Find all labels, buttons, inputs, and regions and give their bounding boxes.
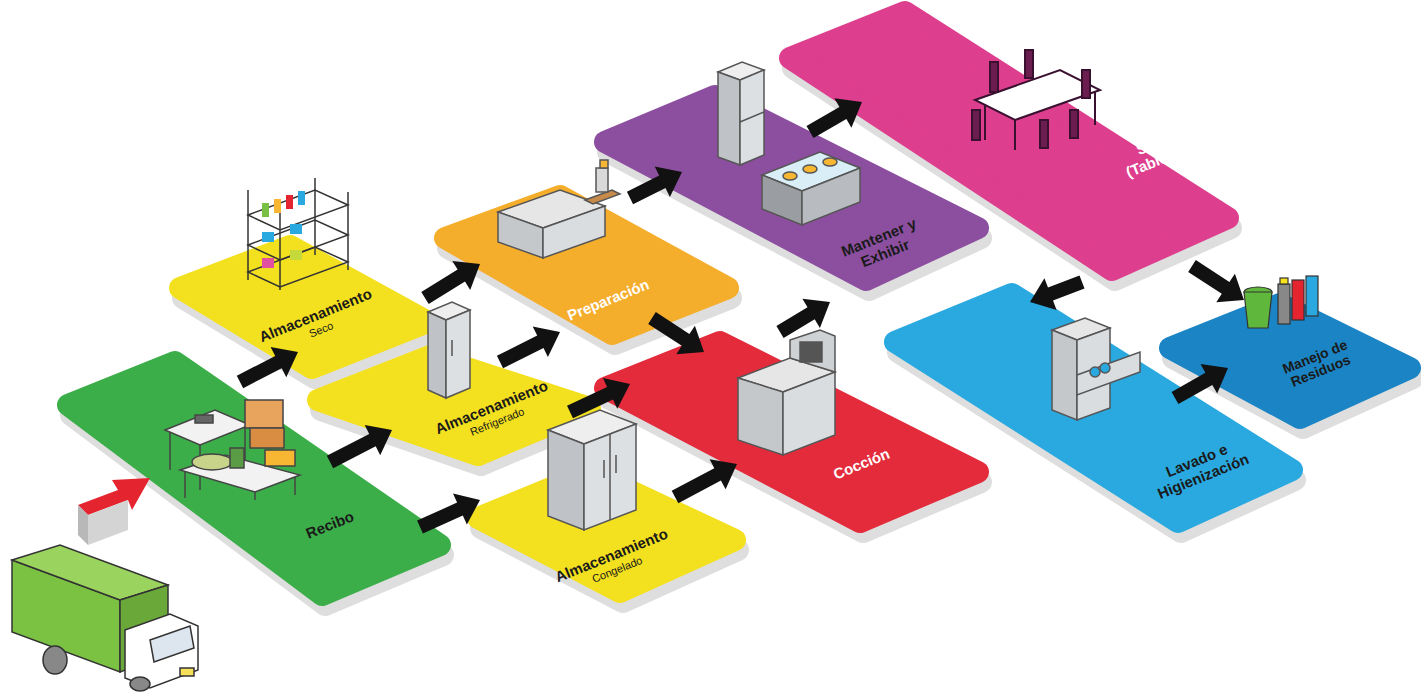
flow-arrow bbox=[672, 459, 737, 503]
arrow-shape bbox=[327, 425, 392, 468]
combi-oven bbox=[738, 330, 835, 455]
tile-face bbox=[445, 196, 728, 334]
arrow-shape bbox=[1172, 364, 1228, 404]
tile-face bbox=[180, 246, 428, 368]
double-freezer bbox=[548, 410, 636, 530]
arrow-shape bbox=[807, 98, 863, 138]
flow-arrow bbox=[417, 494, 480, 534]
dishwasher bbox=[1052, 318, 1140, 420]
flow-arrow bbox=[776, 299, 830, 338]
arrow-shape bbox=[421, 261, 480, 304]
arrow-shape bbox=[497, 327, 560, 369]
arrow-shape bbox=[1030, 276, 1085, 311]
tile-face bbox=[790, 12, 1228, 270]
arrow-shape bbox=[417, 494, 480, 534]
entry-arrow bbox=[78, 478, 150, 545]
flow-arrow bbox=[648, 312, 704, 354]
flow-arrow bbox=[421, 261, 480, 304]
flow-arrow bbox=[627, 167, 682, 205]
flow-arrow bbox=[1030, 276, 1085, 311]
upright-fridge bbox=[428, 302, 470, 398]
flow-arrow bbox=[567, 378, 630, 418]
flow-arrow bbox=[1188, 260, 1244, 302]
arrow-shape bbox=[567, 378, 630, 418]
arrow-shape bbox=[648, 312, 704, 354]
arrow-shape bbox=[1188, 260, 1244, 302]
display-case bbox=[762, 152, 860, 225]
arrow-shape bbox=[776, 299, 830, 338]
dining-table bbox=[972, 50, 1100, 150]
holding-cabinet bbox=[718, 62, 764, 165]
arrow-shape bbox=[672, 459, 737, 503]
arrow-shape bbox=[237, 347, 298, 388]
flow-arrow bbox=[497, 327, 560, 369]
flow-arrow bbox=[237, 347, 298, 388]
reception-table bbox=[165, 400, 300, 500]
prep-table bbox=[498, 160, 620, 258]
flow-arrow bbox=[807, 98, 863, 138]
arrow-shape bbox=[627, 167, 682, 205]
dry-shelf bbox=[248, 178, 348, 290]
flow-arrow bbox=[327, 425, 392, 468]
flow-arrow bbox=[1172, 364, 1228, 404]
waste-bins bbox=[1244, 276, 1318, 328]
truck-illustration bbox=[12, 545, 198, 691]
